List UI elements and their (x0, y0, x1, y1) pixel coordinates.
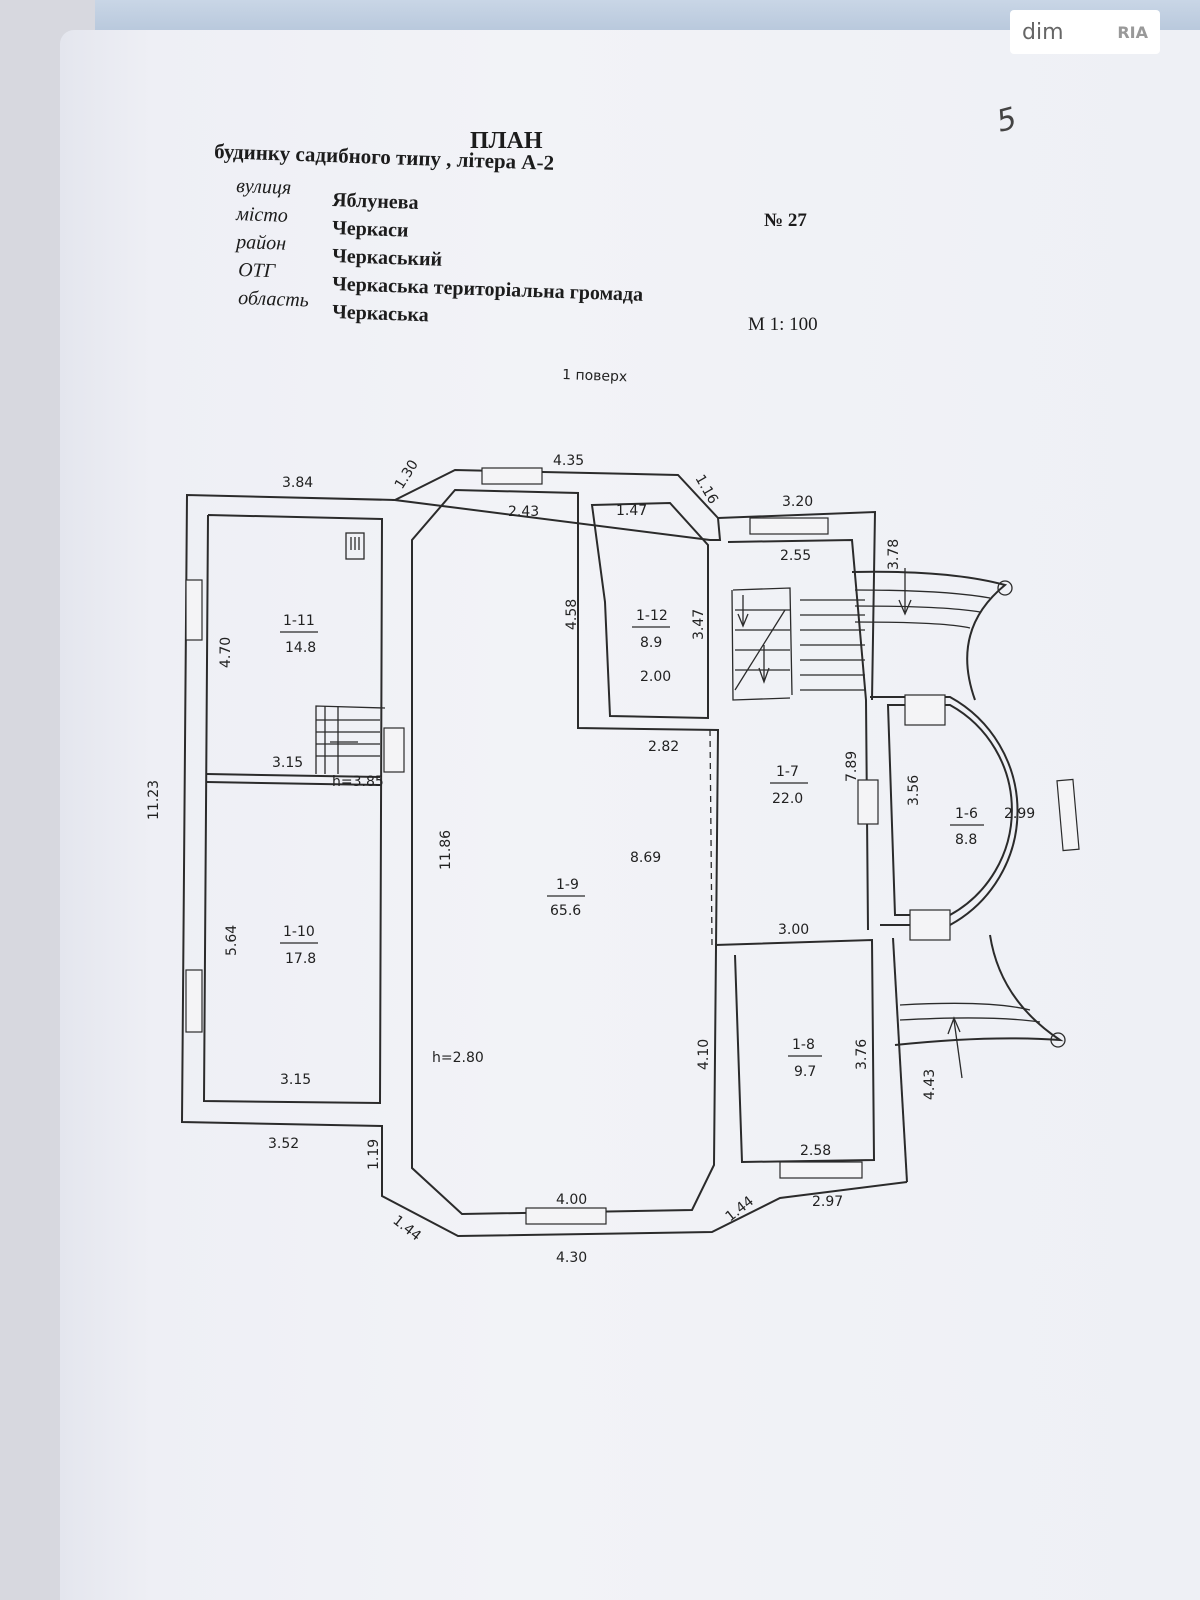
dim-7-89: 7.89 (844, 751, 860, 782)
room-area-1-10: 17.8 (285, 951, 316, 967)
room-id-1-9: 1-9 (556, 877, 579, 893)
staircase-right (734, 599, 865, 691)
field-value-district: Черкаський (332, 245, 443, 271)
dim-2-00: 2.00 (640, 669, 671, 685)
field-value-region: Черкаська (332, 301, 429, 326)
document-number: № 27 (764, 210, 807, 231)
dim-5-64: 5.64 (224, 925, 240, 956)
dim-2-82: 2.82 (648, 739, 679, 755)
field-label-otg: ОТГ (238, 259, 277, 282)
field-label-street: вулиця (236, 175, 292, 199)
field-value-city: Черкаси (332, 217, 409, 242)
dim-4-30: 4.30 (556, 1250, 587, 1266)
room-area-1-8: 9.7 (794, 1064, 816, 1080)
dim-2-55: 2.55 (780, 548, 811, 564)
room-area-1-7: 22.0 (772, 791, 803, 807)
dim-1-30: 1.30 (392, 457, 422, 492)
scale-label: М 1: 100 (748, 314, 818, 335)
windows (185, 467, 1080, 1225)
entrance-steps-bottom (894, 934, 1064, 1046)
dim-3-47: 3.47 (691, 609, 707, 640)
dim-3-52: 3.52 (268, 1136, 299, 1152)
dim-8-69: 8.69 (630, 850, 661, 866)
field-label-city: місто (235, 203, 288, 227)
dim-1-44-left: 1.44 (390, 1213, 424, 1245)
dim-2-97: 2.97 (812, 1194, 843, 1210)
room-id-1-10: 1-10 (283, 924, 315, 940)
dim-1-44-right: 1.44 (723, 1193, 757, 1225)
dim-4-70: 4.70 (218, 637, 234, 668)
room-area-1-6: 8.8 (955, 832, 977, 848)
dim-1-16: 1.16 (692, 472, 721, 507)
dim-3-20: 3.20 (782, 494, 813, 510)
dim-3-78: 3.78 (886, 539, 902, 570)
room-id-1-8: 1-8 (792, 1037, 815, 1053)
entrance-steps-top (851, 570, 1008, 701)
room-area-1-11: 14.8 (285, 640, 316, 656)
stove-icon (345, 532, 365, 560)
dim-4-43: 4.43 (922, 1069, 938, 1100)
dim-3-76: 3.76 (854, 1039, 870, 1070)
dim-3-15-bottom: 3.15 (280, 1072, 311, 1088)
dim-2-99: 2.99 (1004, 806, 1035, 822)
room-id-1-6: 1-6 (955, 806, 978, 822)
dim-2-43: 2.43 (508, 504, 539, 520)
handwritten-mark: 5 (993, 101, 1021, 140)
watermark-brand: dim (1022, 19, 1064, 45)
dim-4-58: 4.58 (564, 599, 580, 630)
height-label-hall: h=2.80 (432, 1050, 484, 1066)
dim-4-35: 4.35 (553, 453, 584, 469)
watermark-ria: RIA (1117, 22, 1148, 42)
room-area-1-12: 8.9 (640, 635, 662, 651)
plan-title: ПЛАН (470, 128, 543, 154)
dim-2-58: 2.58 (800, 1143, 831, 1159)
dim-4-10: 4.10 (696, 1039, 712, 1070)
field-value-otg: Черкаська територіальна громада (332, 273, 644, 306)
dim-11-86: 11.86 (438, 830, 454, 870)
dim-1-19: 1.19 (366, 1139, 382, 1170)
dim-3-84: 3.84 (282, 475, 313, 491)
room-id-1-7: 1-7 (776, 764, 799, 780)
room-id-1-11: 1-11 (283, 613, 315, 629)
field-value-street: Яблунева (332, 189, 419, 214)
room-area-1-9: 65.6 (550, 903, 581, 919)
dim-3-56: 3.56 (906, 775, 922, 806)
dim-3-00: 3.00 (778, 922, 809, 938)
room-labels: 1-11 14.8 1-10 17.8 1-9 65.6 1-12 8.9 1-… (280, 608, 984, 1080)
dim-4-00: 4.00 (556, 1192, 587, 1208)
staircase-left (315, 705, 386, 774)
height-label-upper: h=3.85 (332, 774, 384, 790)
room-1-6-outline (886, 704, 1013, 916)
dim-3-15-top: 3.15 (272, 755, 303, 771)
floor-label: 1 поверх (562, 367, 628, 385)
paper-sheet (60, 30, 1200, 1600)
dim-11-23: 11.23 (146, 780, 162, 820)
field-label-district: район (234, 231, 287, 255)
watermark-logo: dim RIA (1010, 10, 1160, 54)
wall-outline (180, 468, 1066, 1238)
field-label-region: область (238, 287, 309, 311)
dimension-labels: 3.84 1.30 4.35 2.43 1.16 3.20 1.47 2.55 … (146, 453, 1035, 1266)
dim-1-47: 1.47 (616, 503, 647, 519)
room-id-1-12: 1-12 (636, 608, 668, 624)
